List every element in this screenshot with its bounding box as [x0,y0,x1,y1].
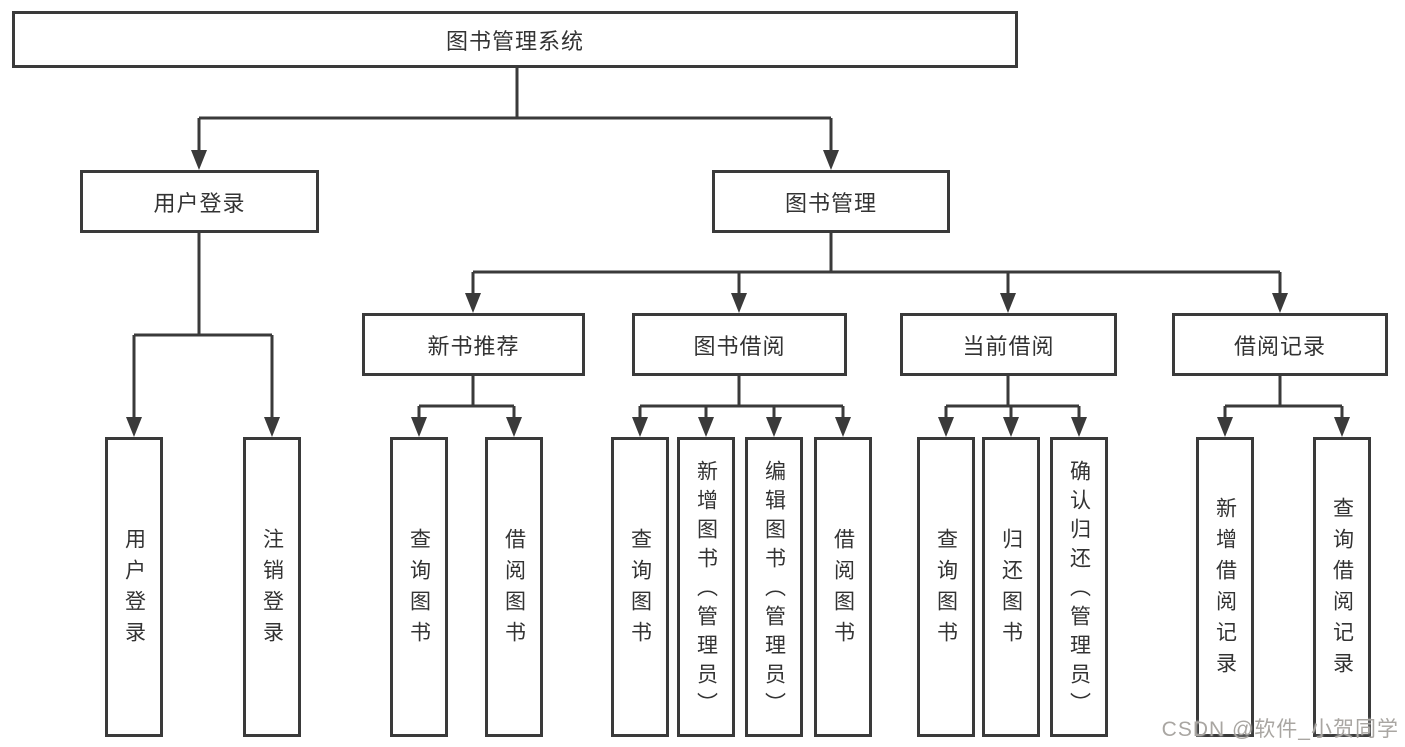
node-user-login: 用户登录 [80,170,319,233]
leaf-borrow-books-2: 借阅图书 [814,437,872,737]
node-borrow-records: 借阅记录 [1172,313,1388,376]
node-current-borrow: 当前借阅 [900,313,1117,376]
leaf-edit-books-admin: 编辑图书（管理员） [745,437,803,737]
leaf-query-books-1: 查询图书 [390,437,448,737]
node-book-management: 图书管理 [712,170,950,233]
leaf-return-books: 归还图书 [982,437,1040,737]
node-root-system: 图书管理系统 [12,11,1018,68]
leaf-borrow-books-1: 借阅图书 [485,437,543,737]
node-book-borrow: 图书借阅 [632,313,847,376]
leaf-query-borrow-record: 查询借阅记录 [1313,437,1371,737]
leaf-confirm-return-admin: 确认归还（管理员） [1050,437,1108,737]
leaf-query-books-3: 查询图书 [917,437,975,737]
leaf-query-books-2: 查询图书 [611,437,669,737]
node-new-book-recommend: 新书推荐 [362,313,585,376]
csdn-watermark: CSDN @软件_小贺同学 [1161,718,1399,741]
leaf-add-books-admin: 新增图书（管理员） [677,437,735,737]
leaf-user-login: 用户登录 [105,437,163,737]
leaf-add-borrow-record: 新增借阅记录 [1196,437,1254,737]
leaf-logout: 注销登录 [243,437,301,737]
